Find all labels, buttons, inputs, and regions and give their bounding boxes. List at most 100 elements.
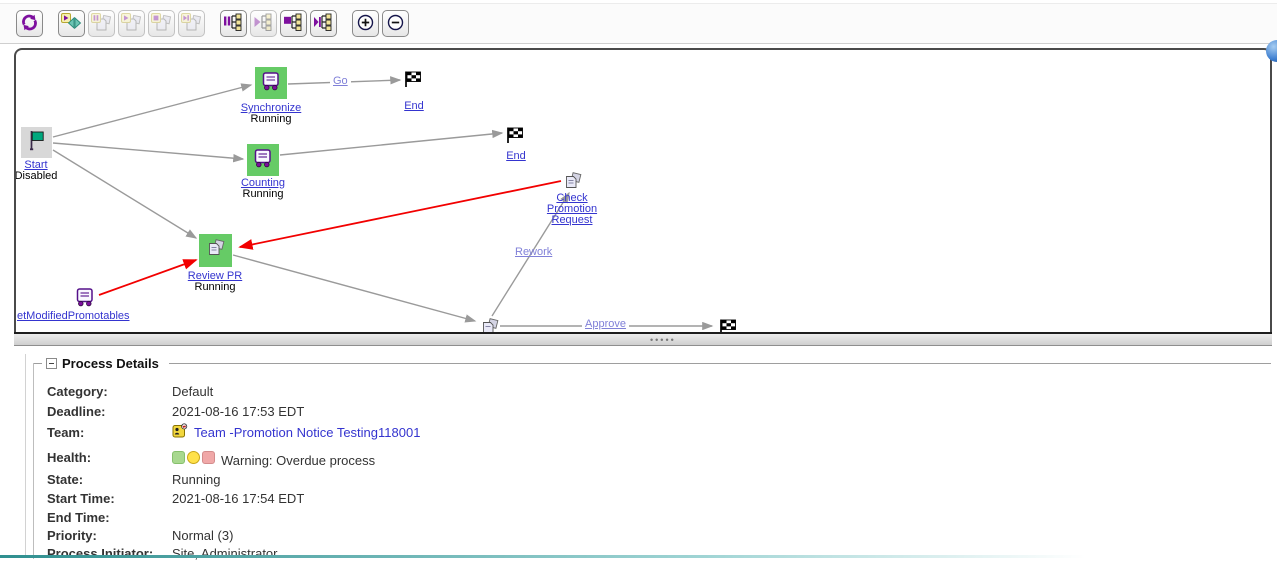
detail-row-priority: Priority: Normal (3) bbox=[47, 526, 1271, 544]
resume-activity-icon bbox=[121, 12, 142, 35]
process-details-fieldset: Process Details Category: Default Deadli… bbox=[33, 356, 1271, 563]
complete-process-button[interactable] bbox=[310, 10, 337, 37]
terminate-process-icon bbox=[283, 13, 304, 34]
suspend-process-icon bbox=[223, 13, 244, 34]
health-text: Warning: Overdue process bbox=[221, 452, 376, 468]
zoom-out-icon bbox=[386, 13, 405, 35]
node-review-pr-status: Running bbox=[194, 281, 236, 293]
fieldset-left-border bbox=[33, 363, 34, 559]
node-synchronize-status: Running bbox=[250, 113, 292, 125]
terminate-process-button[interactable] bbox=[280, 10, 307, 37]
team-link[interactable]: Team -Promotion Notice Testing118001 bbox=[194, 425, 421, 440]
zoom-in-icon bbox=[356, 13, 375, 35]
collapse-icon[interactable] bbox=[46, 357, 57, 369]
detail-label: End Time: bbox=[47, 509, 110, 525]
resume-process-icon bbox=[253, 13, 274, 34]
robot-activity-icon bbox=[260, 71, 282, 96]
node-cpr-link-line1[interactable]: Check bbox=[556, 192, 588, 204]
node-synchronize-link[interactable]: Synchronize bbox=[240, 102, 302, 114]
robot-activity-icon bbox=[74, 287, 96, 312]
detail-label: Health: bbox=[47, 449, 92, 465]
workflow-diagram-canvas[interactable]: Start Disabled Synchronize Running Count… bbox=[14, 48, 1272, 332]
node-synchronize[interactable] bbox=[255, 67, 287, 99]
health-green-icon bbox=[172, 450, 185, 464]
detail-row-end-time: End Time: bbox=[47, 508, 1271, 526]
node-start[interactable] bbox=[21, 127, 52, 158]
node-approve-task[interactable] bbox=[479, 317, 500, 332]
setup-participants-icon bbox=[61, 12, 82, 35]
suspend-activity-icon bbox=[91, 12, 112, 35]
detail-label: Team: bbox=[47, 425, 85, 440]
refresh-button[interactable] bbox=[16, 10, 43, 37]
node-get-modified-promotables[interactable] bbox=[74, 287, 96, 312]
node-check-promotion-request[interactable] bbox=[562, 171, 583, 197]
node-end-2[interactable] bbox=[506, 127, 524, 149]
node-end-1[interactable] bbox=[404, 71, 422, 93]
refresh-icon bbox=[20, 13, 39, 35]
detail-row-process-initiator: Process Initiator: Site, Administrator bbox=[47, 544, 1271, 563]
detail-value: Running bbox=[172, 472, 221, 487]
robot-activity-icon bbox=[252, 148, 274, 173]
complete-process-icon bbox=[313, 13, 334, 34]
process-details-panel: Process Details Category: Default Deadli… bbox=[0, 350, 1277, 561]
suspend-activity-button bbox=[88, 10, 115, 37]
detail-label: Process Initiator: bbox=[47, 546, 154, 561]
detail-value: Site, Administrator bbox=[172, 546, 278, 561]
node-review-pr[interactable] bbox=[199, 234, 232, 267]
health-yellow-icon bbox=[187, 450, 200, 464]
transition-rework-link[interactable]: Rework bbox=[515, 246, 553, 258]
task-icon bbox=[562, 171, 583, 197]
detail-value: Normal (3) bbox=[172, 527, 234, 543]
legend-line bbox=[168, 362, 1271, 364]
zoom-out-button[interactable] bbox=[382, 10, 409, 37]
node-end-3[interactable] bbox=[719, 319, 737, 332]
node-counting-status: Running bbox=[242, 188, 284, 200]
node-start-link[interactable]: Start bbox=[24, 159, 48, 171]
node-cpr-link-line3[interactable]: Request bbox=[551, 214, 593, 226]
detail-value: 2021-08-16 17:54 EDT bbox=[172, 491, 305, 506]
task-icon bbox=[205, 238, 226, 264]
complete-activity-icon bbox=[181, 12, 202, 35]
detail-value: Default bbox=[172, 384, 214, 399]
bottom-status-stripe bbox=[0, 555, 1277, 558]
terminate-activity-button bbox=[148, 10, 175, 37]
complete-activity-button bbox=[178, 10, 205, 37]
detail-label: Start Time: bbox=[47, 491, 115, 506]
detail-row-deadline: Deadline: 2021-08-16 17:53 EDT bbox=[47, 401, 1271, 421]
globe-icon[interactable] bbox=[1266, 40, 1277, 62]
node-counting-link[interactable]: Counting bbox=[240, 177, 286, 189]
node-end-2-link[interactable]: End bbox=[506, 150, 526, 162]
toolbar bbox=[0, 3, 1277, 44]
detail-row-start-time: Start Time: 2021-08-16 17:54 EDT bbox=[47, 489, 1271, 508]
node-counting[interactable] bbox=[247, 144, 279, 176]
resume-activity-button bbox=[118, 10, 145, 37]
task-icon bbox=[479, 317, 500, 332]
resume-process-button bbox=[250, 10, 277, 37]
transition-go-link[interactable]: Go bbox=[330, 76, 351, 87]
node-cpr-link-line2[interactable]: Promotion bbox=[546, 203, 598, 215]
legend-line bbox=[33, 362, 42, 364]
detail-label: Priority: bbox=[47, 527, 97, 543]
node-get-modified-promotables-link[interactable]: etModifiedPromotables bbox=[17, 310, 130, 322]
health-red-icon bbox=[202, 450, 215, 464]
splitter-grip[interactable]: ••••• bbox=[650, 335, 676, 345]
detail-label: Deadline: bbox=[47, 403, 106, 419]
end-flag-icon bbox=[506, 127, 524, 149]
team-icon bbox=[172, 423, 188, 442]
end-flag-icon bbox=[719, 319, 737, 332]
node-start-status: Disabled bbox=[14, 170, 58, 182]
detail-row-team: Team: Team -Promotion Notice Testing1180… bbox=[47, 421, 1271, 444]
end-flag-icon bbox=[404, 71, 422, 93]
node-end-1-link[interactable]: End bbox=[404, 100, 424, 112]
suspend-process-button[interactable] bbox=[220, 10, 247, 37]
setup-participants-button[interactable] bbox=[58, 10, 85, 37]
detail-row-state: State: Running bbox=[47, 470, 1271, 489]
splitter-bar[interactable]: ••••• bbox=[14, 332, 1272, 346]
transition-approve-link[interactable]: Approve bbox=[582, 319, 629, 330]
detail-row-category: Category: Default bbox=[47, 382, 1271, 401]
detail-label: State: bbox=[47, 472, 84, 487]
zoom-in-button[interactable] bbox=[352, 10, 379, 37]
node-review-pr-link[interactable]: Review PR bbox=[187, 270, 243, 282]
detail-label: Category: bbox=[47, 384, 108, 399]
